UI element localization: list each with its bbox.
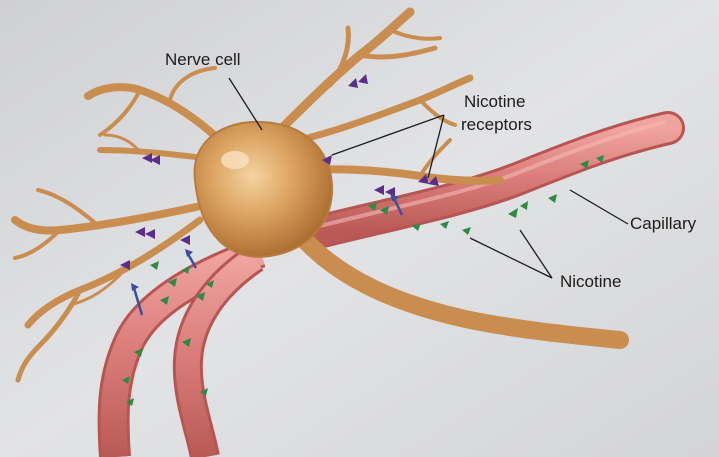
capillary-label: Capillary xyxy=(630,214,696,233)
nicotine-receptors-label-line2: receptors xyxy=(461,115,532,134)
nicotine-label: Nicotine xyxy=(560,272,621,291)
nicotine-receptors-label-line1: Nicotine xyxy=(464,92,525,111)
nerve-cell-label: Nerve cell xyxy=(165,50,241,69)
